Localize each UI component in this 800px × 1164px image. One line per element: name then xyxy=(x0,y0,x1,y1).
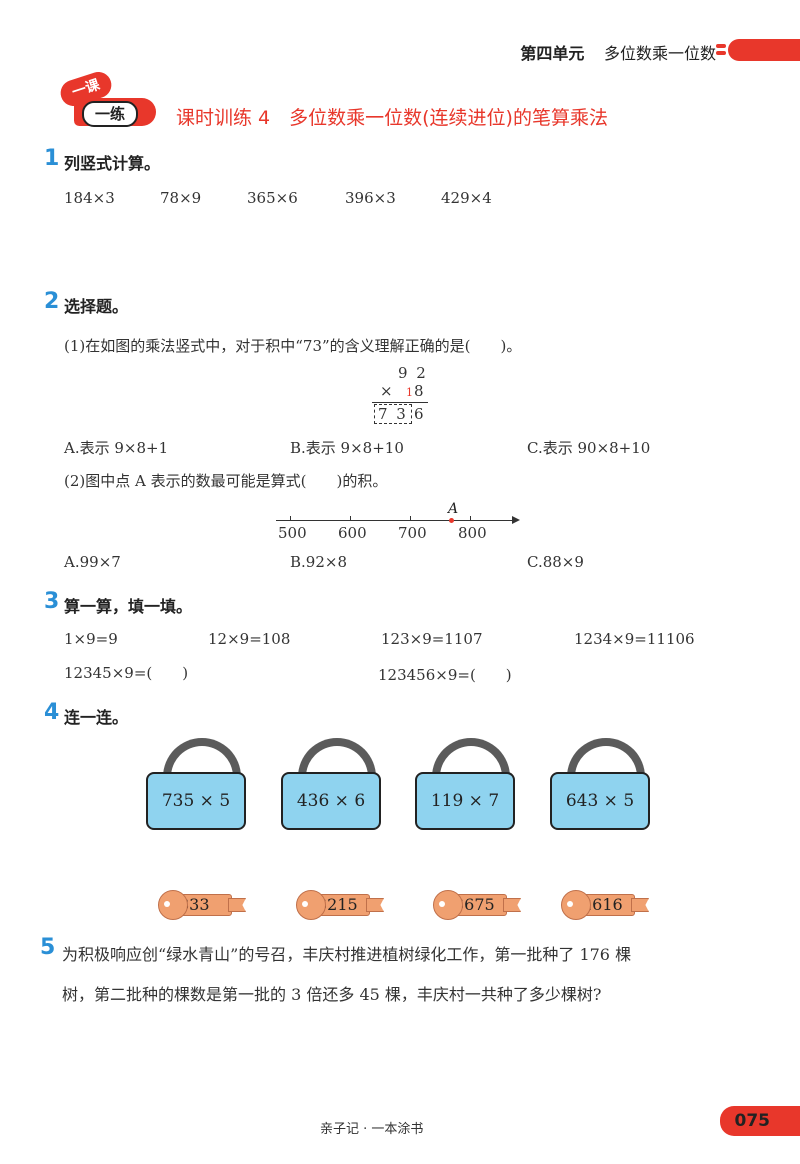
lock-1[interactable]: 735 × 5 xyxy=(146,738,246,830)
q3-number: 3 xyxy=(44,589,60,614)
tick-label: 700 xyxy=(398,524,427,542)
tick-mark xyxy=(470,516,471,520)
q3-eq-4: 1234×9=11106 xyxy=(574,630,695,648)
q1-item-5: 429×4 xyxy=(441,189,492,207)
lock-label: 436 × 6 xyxy=(281,772,381,830)
q1-item-3: 365×6 xyxy=(247,189,298,207)
q5-line-1: 为积极响应创“绿水青山”的号召，丰庆村推进植树绿化工作，第一批种了 176 棵 xyxy=(62,945,632,964)
unit-label: 第四单元 xyxy=(520,44,585,63)
q2-p2-option-b[interactable]: B.92×8 xyxy=(290,553,347,571)
key-head xyxy=(433,890,463,920)
q4-number: 4 xyxy=(44,700,60,725)
q2-p1-stem: (1)在如图的乘法竖式中，对于积中“73”的含义理解正确的是( )。 xyxy=(64,337,522,355)
vm-mult: 8 xyxy=(414,382,424,400)
q3-title: 算一算，填一填。 xyxy=(64,597,193,616)
tick-label: 800 xyxy=(458,524,487,542)
q1-number: 1 xyxy=(44,146,60,171)
key-label: 3675 xyxy=(451,894,507,916)
q3-eq-2: 12×9=108 xyxy=(208,630,291,648)
q2-p2-option-a[interactable]: A.99×7 xyxy=(64,553,121,571)
lock-label: 735 × 5 xyxy=(146,772,246,830)
key-hole xyxy=(567,901,573,907)
lock-2[interactable]: 436 × 6 xyxy=(281,738,381,830)
key-head xyxy=(561,890,591,920)
q3-eq-1: 1×9=9 xyxy=(64,630,118,648)
key-hole xyxy=(302,901,308,907)
number-line-arrow xyxy=(512,516,520,524)
q2-p1-option-b[interactable]: B.表示 9×8+10 xyxy=(290,439,404,457)
q4-title: 连一连。 xyxy=(64,708,129,727)
lock-3[interactable]: 119 × 7 xyxy=(415,738,515,830)
vm-top: 9 2 xyxy=(398,364,428,382)
key-head xyxy=(296,890,326,920)
header-accent-bar xyxy=(716,39,800,61)
q2-title: 选择题。 xyxy=(64,297,129,316)
unit-header: 第四单元 多位数乘一位数 xyxy=(520,40,716,64)
q2-p1-option-c[interactable]: C.表示 90×8+10 xyxy=(527,439,651,457)
q2-p2-stem: (2)图中点 A 表示的数最可能是算式( )的积。 xyxy=(64,472,388,490)
q3-eq-3: 123×9=1107 xyxy=(381,630,483,648)
key-1[interactable]: 833 xyxy=(158,890,250,920)
lesson-title: 课时训练 4 多位数乘一位数(连续进位)的笔算乘法 xyxy=(176,107,608,129)
key-tip xyxy=(366,898,384,912)
point-a-marker xyxy=(449,518,454,523)
tick-label: 600 xyxy=(338,524,367,542)
q1-item-2: 78×9 xyxy=(160,189,202,207)
footer-brand: 亲子记 · 一本涂书 xyxy=(320,1122,424,1137)
q1-title: 列竖式计算。 xyxy=(64,154,161,173)
vertical-multiplication: 9 2 × 1 8 7 3 6 xyxy=(370,364,432,426)
number-line-axis xyxy=(276,520,514,521)
key-hole xyxy=(164,901,170,907)
vm-carry: 1 xyxy=(406,386,413,399)
unit-topic: 多位数乘一位数 xyxy=(603,44,716,63)
vm-result-last: 6 xyxy=(414,405,424,423)
vm-line xyxy=(372,402,428,403)
key-head xyxy=(158,890,188,920)
key-label: 2616 xyxy=(579,894,635,916)
page-number: 075 xyxy=(734,1111,771,1131)
key-hole xyxy=(439,901,445,907)
badge-main: 一练 xyxy=(82,101,138,127)
q3-eq-5[interactable]: 12345×9=( ) xyxy=(64,664,189,682)
q1-item-4: 396×3 xyxy=(345,189,396,207)
key-tip xyxy=(631,898,649,912)
q2-p1-option-a[interactable]: A.表示 9×8+1 xyxy=(64,439,169,457)
number-line: 500 600 700 800 A xyxy=(276,500,526,545)
tick-label: 500 xyxy=(278,524,307,542)
key-2[interactable]: 3215 xyxy=(296,890,388,920)
tick-mark xyxy=(290,516,291,520)
q5-number: 5 xyxy=(40,935,56,960)
key-3[interactable]: 3675 xyxy=(433,890,525,920)
vm-result-box: 7 3 xyxy=(374,404,412,424)
lock-4[interactable]: 643 × 5 xyxy=(550,738,650,830)
lock-label: 119 × 7 xyxy=(415,772,515,830)
q1-item-1: 184×3 xyxy=(64,189,115,207)
vm-times: × xyxy=(380,382,393,400)
q5-line-2: 树，第二批种的棵数是第一批的 3 倍还多 45 棵，丰庆村一共种了多少棵树? xyxy=(62,985,602,1004)
key-4[interactable]: 2616 xyxy=(561,890,653,920)
tick-mark xyxy=(350,516,351,520)
q2-p2-option-c[interactable]: C.88×9 xyxy=(527,553,584,571)
tick-mark xyxy=(410,516,411,520)
key-tip xyxy=(228,898,246,912)
key-tip xyxy=(503,898,521,912)
q2-number: 2 xyxy=(44,289,60,314)
lock-label: 643 × 5 xyxy=(550,772,650,830)
point-a-label: A xyxy=(448,501,459,517)
page-number-bar xyxy=(720,1106,800,1136)
q3-eq-6[interactable]: 123456×9=( ) xyxy=(378,666,512,684)
